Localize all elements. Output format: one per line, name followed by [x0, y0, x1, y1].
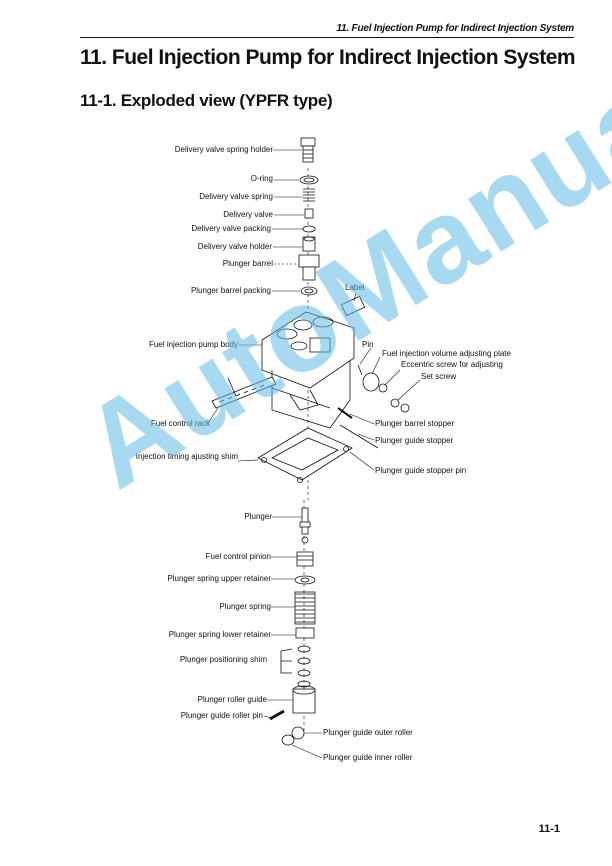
label-plunger-guide-outer-roller: Plunger guide outer roller [323, 728, 413, 737]
label-delivery-valve: Delivery valve [223, 210, 273, 219]
running-header: 11. Fuel Injection Pump for Indirect Inj… [336, 23, 574, 34]
label-plunger: Plunger [244, 512, 272, 521]
label-delivery-valve-packing: Delivery valve packing [191, 224, 271, 233]
label-plunger-guide-stopper: Plunger guide stopper [375, 436, 454, 445]
pump-body-part [261, 311, 355, 429]
label-injection-timing-shim: Injection timing ajusting shim [135, 452, 238, 461]
label-fuel-control-rack: Fuel control rack [150, 419, 210, 428]
header-rule [80, 37, 574, 38]
label-fuel-control-pinion: Fuel control pinion [205, 552, 271, 561]
label-plunger-positioning-shim: Plunger positioning shim [179, 655, 267, 664]
label-label: Label [345, 283, 365, 292]
label-plunger-guide-inner-roller: Plunger guide inner roller [323, 753, 413, 762]
label-delivery-valve-spring: Delivery valve spring [199, 192, 273, 201]
label-plunger-roller-guide: Plunger roller guide [197, 695, 267, 704]
label-plunger-guide-stopper-pin: Plunger guide stopper pin [375, 466, 467, 475]
label-set-screw: Set screw [421, 372, 457, 381]
label-pin: Pin [362, 340, 374, 349]
label-plunger-barrel-stopper: Plunger barrel stopper [375, 419, 455, 428]
label-plunger-spring-lower-retainer: Plunger spring lower retainer [168, 630, 271, 639]
label-plunger-spring-upper-retainer: Plunger spring upper retainer [167, 574, 271, 583]
delivery-valve-spring-holder-part [300, 137, 316, 163]
page-number: 11-1 [538, 823, 560, 835]
label-plunger-spring: Plunger spring [219, 602, 271, 611]
page-title: 11. Fuel Injection Pump for Indirect Inj… [80, 46, 576, 69]
label-fuel-injection-volume-adjusting-plate: Fuel injection volume adjusting plate [382, 349, 511, 358]
label-plunger-guide-roller-pin: Plunger guide roller pin [180, 711, 263, 720]
label-delivery-valve-spring-holder: Delivery valve spring holder [174, 145, 273, 154]
label-plunger-barrel: Plunger barrel [222, 259, 273, 268]
label-o-ring: O-ring [250, 174, 273, 183]
label-plunger-barrel-packing: Plunger barrel packing [190, 286, 271, 295]
section-title: 11-1. Exploded view (YPFR type) [80, 91, 333, 110]
label-fuel-injection-pump-body: Fuel injection pump body [149, 340, 238, 349]
label-eccentric-screw: Eccentric screw for adjusting [401, 360, 503, 369]
label-delivery-valve-holder: Delivery valve holder [197, 242, 272, 251]
